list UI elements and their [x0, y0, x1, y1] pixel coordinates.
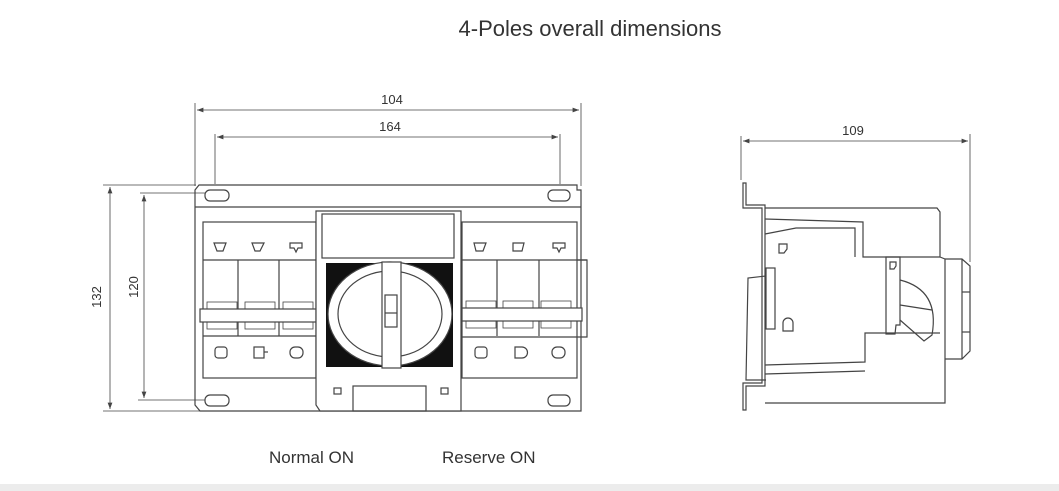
- caption-reserve-on: Reserve ON: [442, 448, 536, 467]
- dimension-mount-height: 120: [126, 192, 205, 401]
- dim-label-132: 132: [89, 286, 104, 308]
- bottom-divider: [0, 484, 1059, 491]
- dim-label-120: 120: [126, 276, 141, 298]
- caption-normal-on: Normal ON: [269, 448, 355, 467]
- side-view: 109: [740, 123, 971, 411]
- changeover-handle-module: [315, 210, 462, 412]
- dim-label-164: 164: [379, 119, 401, 134]
- dim-label-104: 104: [381, 92, 403, 107]
- front-view: 104 164 132 120: [89, 92, 588, 412]
- diagram-title: 4-Poles overall dimensions: [458, 16, 722, 41]
- dimension-overall-width: 104: [194, 92, 582, 186]
- dimension-mount-width: 164: [214, 119, 561, 184]
- bottom-terminal-icons: [214, 346, 566, 359]
- side-profile: [742, 182, 971, 411]
- dimension-overall-height: 132: [89, 184, 200, 412]
- dim-label-109: 109: [842, 123, 864, 138]
- dimension-depth: 109: [740, 123, 971, 262]
